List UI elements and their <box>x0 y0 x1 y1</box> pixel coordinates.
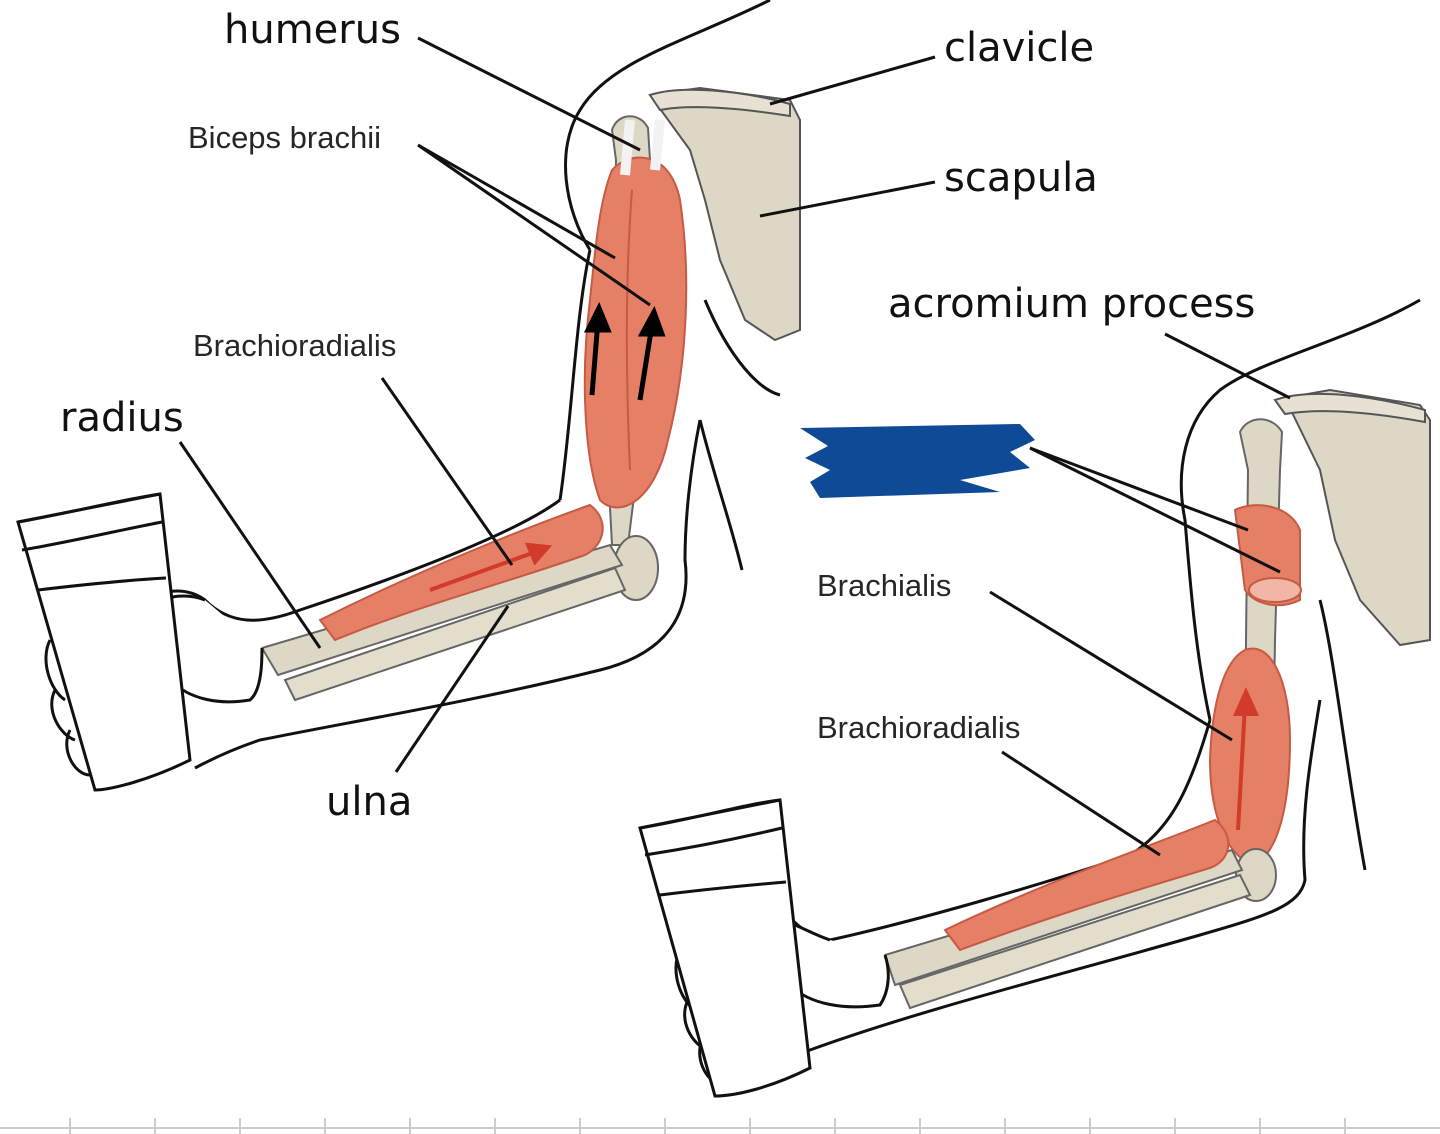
right-body-outline <box>1179 298 1421 721</box>
leader-scapula <box>759 180 936 218</box>
label-ulna: ulna <box>326 779 413 825</box>
leader-ulna <box>394 605 510 773</box>
leader-brachioradialis-right <box>1001 750 1161 857</box>
right-biceps-cut <box>1248 577 1302 603</box>
left-ulna-bone <box>283 566 627 702</box>
redaction-scribble <box>800 424 1035 498</box>
leader-redacted-a <box>1029 446 1249 532</box>
right-ulna-bone <box>898 873 1252 1010</box>
left-brachioradialis-muscle <box>318 503 604 642</box>
leader-humerus <box>417 36 641 152</box>
label-radius: radius <box>60 395 184 441</box>
leader-redacted-b <box>1029 446 1281 574</box>
leader-lines <box>178 36 1291 857</box>
leader-brachioradialis-left <box>380 377 514 566</box>
ruler-ticks <box>0 1118 1440 1134</box>
left-body-outline <box>564 0 771 251</box>
left-biceps-muscle <box>583 156 688 509</box>
leader-biceps-a <box>417 143 616 260</box>
left-fingers <box>44 639 91 777</box>
label-acromium-process: acromium process <box>888 281 1256 327</box>
left-upper-arm-outline <box>194 249 702 770</box>
label-clavicle: clavicle <box>944 25 1095 71</box>
label-humerus: humerus <box>224 7 401 53</box>
right-arm <box>638 298 1431 1098</box>
right-back-outline <box>1318 599 1367 871</box>
right-clavicle-shape <box>1273 392 1426 424</box>
right-glass <box>638 798 812 1098</box>
label-brachialis: Brachialis <box>817 568 952 603</box>
leader-acromium <box>1164 332 1291 400</box>
right-scapula-shape <box>1283 388 1431 647</box>
left-back-outline <box>698 299 781 571</box>
left-glass-rim <box>17 492 167 592</box>
left-brachioradialis-arrow <box>429 542 553 592</box>
right-glass-rim <box>639 798 787 897</box>
label-scapula: scapula <box>944 155 1098 201</box>
leader-biceps-b <box>417 143 651 307</box>
left-biceps-tendons <box>620 119 665 176</box>
leader-brachialis <box>989 590 1233 742</box>
right-brachialis-arrow <box>1232 687 1260 831</box>
label-brachioradialis-right: Brachioradialis <box>817 710 1021 745</box>
label-brachioradialis-left: Brachioradialis <box>193 328 397 363</box>
left-glass <box>16 492 192 792</box>
left-biceps-arrows <box>583 301 666 401</box>
right-upper-arm-outline <box>761 699 1322 1064</box>
label-biceps-brachii: Biceps brachii <box>188 120 381 155</box>
left-clavicle-shape <box>648 88 791 118</box>
leader-radius <box>178 441 322 649</box>
leader-clavicle <box>769 55 936 106</box>
left-arm <box>16 0 801 792</box>
left-biceps-fiber-line <box>625 189 633 471</box>
